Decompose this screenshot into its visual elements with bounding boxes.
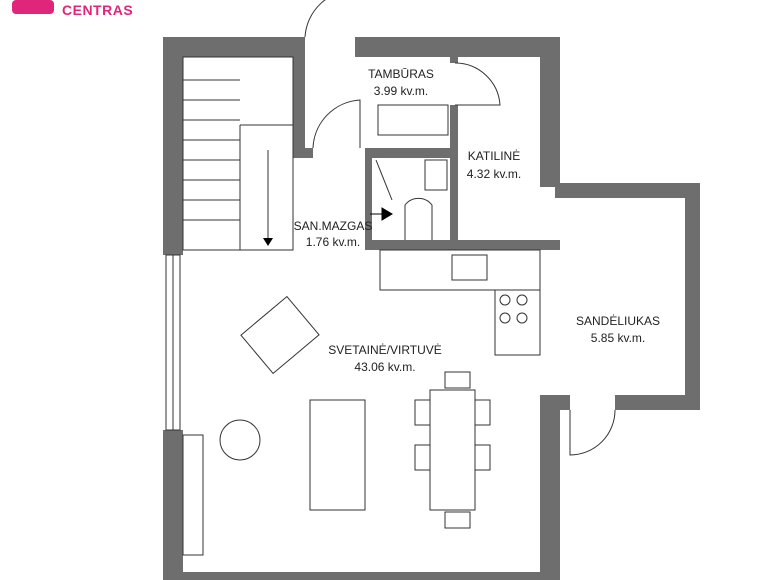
room-name: TAMBŪRAS <box>368 67 434 81</box>
logo-mark <box>12 0 54 14</box>
walls <box>163 37 700 580</box>
toilet-icon <box>404 197 433 240</box>
logo-text: CENTRAS <box>62 2 134 18</box>
table-round <box>219 419 261 461</box>
coat-rack <box>377 104 449 136</box>
room-area: 5.85 kv.m. <box>591 331 645 345</box>
room-area: 4.32 kv.m. <box>467 167 521 181</box>
stairs <box>182 56 294 251</box>
tv-stand <box>182 434 204 556</box>
room-area: 43.06 kv.m. <box>354 360 415 374</box>
door <box>312 99 361 149</box>
entrance-door <box>304 0 326 38</box>
kitchen-sink <box>451 254 488 281</box>
room-area: 3.99 kv.m. <box>374 84 428 98</box>
room-name: SANDĖLIUKAS <box>576 314 660 328</box>
room-name: SAN.MAZGAS <box>294 219 373 233</box>
sink <box>424 159 448 191</box>
stairs-arrow-icon <box>263 238 273 246</box>
room-name: KATILINĖ <box>468 149 520 163</box>
fixtures <box>165 0 616 556</box>
dining-table <box>429 389 476 511</box>
door <box>454 62 501 106</box>
sofa <box>309 399 366 511</box>
kitchen-counter <box>379 249 541 291</box>
arrow-icon <box>370 207 393 221</box>
armchair <box>240 295 320 375</box>
room-name: SVETAINĖ/VIRTUVĖ <box>328 343 442 357</box>
door <box>569 409 616 456</box>
room-area: 1.76 kv.m. <box>306 235 360 249</box>
